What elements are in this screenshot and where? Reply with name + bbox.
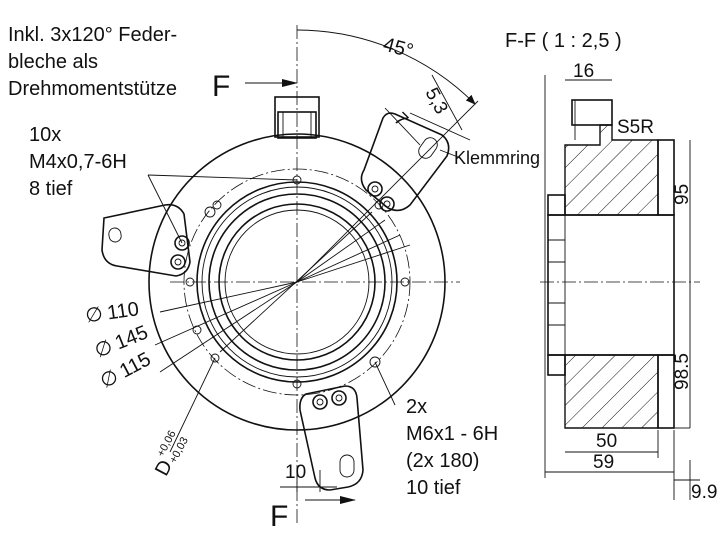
note-line-1: Inkl. 3x120° Feder- — [8, 24, 177, 46]
angle-ref-line — [296, 100, 479, 283]
bolt-circle — [183, 168, 411, 396]
dia-145-symbol: ∅ — [92, 336, 116, 363]
s5r-label: S5R — [617, 117, 654, 138]
holes-top-line-2: M4x0,7-6H — [29, 151, 127, 173]
note-line-3: Drehmomentstütze — [8, 78, 177, 100]
holes-bottom-line-1: 2x — [406, 396, 427, 418]
holes-bottom-line-3: (2x 180) — [406, 450, 479, 472]
holes-top-line-1: 10x — [29, 124, 61, 146]
mounting-holes — [185, 175, 410, 389]
dim-50-label: 50 — [596, 431, 617, 452]
holes-top-leader-2 — [147, 174, 298, 181]
upper-body-hatched — [564, 124, 659, 216]
dim-10-label: 10 — [285, 462, 306, 483]
section-view — [540, 75, 700, 500]
dia-110-leader — [159, 281, 298, 313]
dim-59-label: 59 — [593, 452, 614, 473]
dia-110-symbol: ∅ — [84, 303, 104, 327]
klemmring-label: Klemmring — [454, 148, 540, 168]
connector — [274, 96, 320, 139]
radial-line-1 — [296, 244, 411, 283]
dia-110-label: 110 — [106, 298, 141, 324]
holes-bottom-leader — [374, 361, 396, 406]
holes-top-line-3: 8 tief — [29, 178, 73, 200]
holes-bottom-line-2: M6x1 - 6H — [406, 423, 498, 445]
dim-99-label: 9.9 — [691, 482, 717, 503]
dim-95-label: 95 — [672, 184, 693, 205]
dia-115-leader — [159, 281, 298, 373]
section-marker-bottom: F — [270, 500, 288, 533]
lower-klemmring — [547, 354, 566, 376]
annotations: Inkl. 3x120° Feder- bleche als Drehmomen… — [8, 24, 717, 533]
radial-line-3 — [296, 219, 386, 283]
bore-diameter-line — [219, 211, 373, 353]
dia-145-label: 145 — [112, 321, 151, 354]
shaft-middle — [547, 214, 675, 356]
dim-53-line — [431, 74, 463, 131]
dim-7-line — [384, 107, 421, 146]
klemmring-leader — [439, 149, 459, 158]
inner-ring-2 — [208, 193, 386, 371]
bore-circle — [218, 203, 376, 361]
holes-bottom-line-4: 10 tief — [406, 477, 461, 499]
section-title: F-F ( 1 : 2,5 ) — [505, 30, 622, 52]
inner-ring-1 — [201, 186, 393, 378]
outer-flange-circle — [148, 133, 446, 431]
angle-label: 45° — [381, 34, 416, 63]
angle-arc — [296, 29, 476, 105]
lower-body-hatched — [564, 354, 659, 429]
dia-145-leader — [154, 281, 298, 346]
torque-bracket-bottom — [299, 385, 364, 491]
dim-16-label: 16 — [573, 61, 594, 82]
radial-line-2 — [296, 234, 401, 283]
connector-section — [571, 99, 613, 126]
holes-top-leader-1 — [147, 174, 183, 244]
front-view — [101, 25, 479, 525]
torque-bracket-left — [101, 203, 191, 277]
dim-53-extension — [409, 112, 471, 141]
bore-inner-circle — [224, 209, 370, 355]
klemmring-section — [547, 194, 566, 216]
lower-flange-right — [657, 354, 675, 429]
section-marker-top: F — [212, 70, 230, 103]
housing-circle — [196, 181, 398, 383]
dim-985-label: 98.5 — [672, 353, 693, 390]
note-line-2: bleche als — [8, 51, 98, 73]
bore-leader — [169, 357, 216, 453]
torque-bracket-right — [360, 112, 450, 212]
dim-53-label: 5,3 — [421, 84, 452, 117]
